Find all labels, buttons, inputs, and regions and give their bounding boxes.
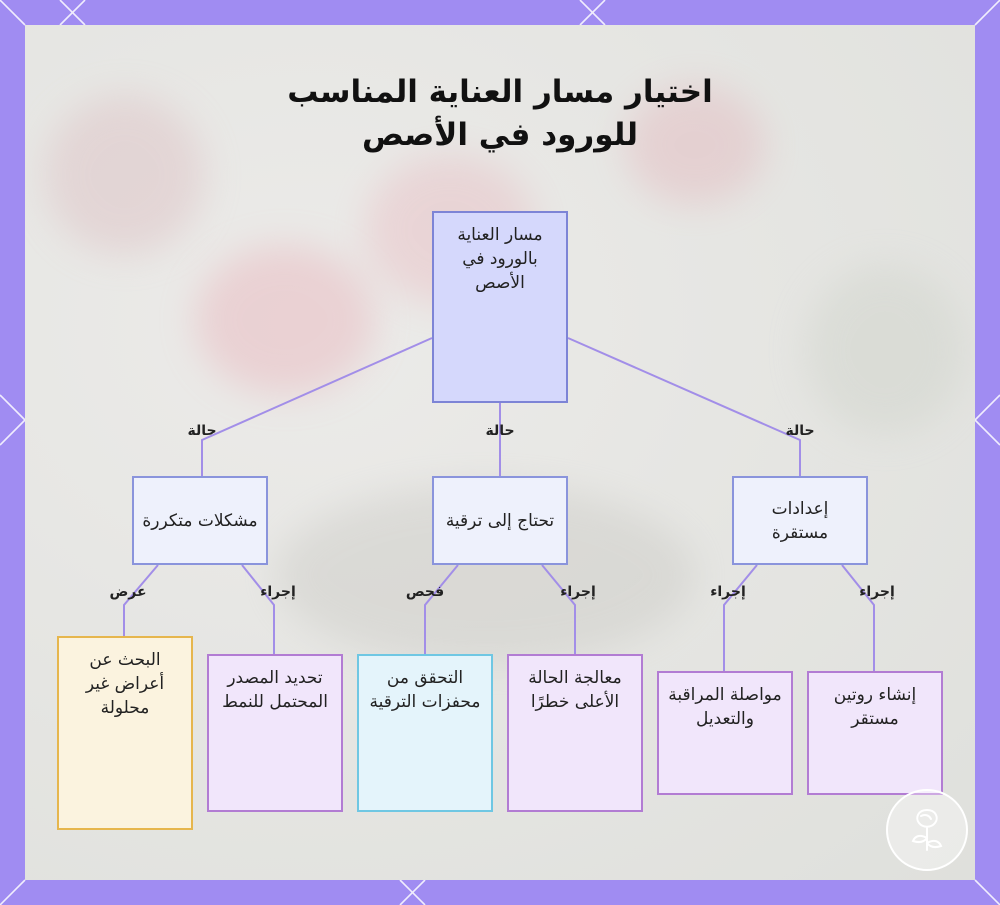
edge-label-state-middle: حالة <box>485 423 514 439</box>
node-create-routine: إنشاء روتين مستقر <box>807 671 943 795</box>
node-needs-upgrade: تحتاج إلى ترقية <box>432 476 568 565</box>
edge-label-state-right: حالة <box>785 423 814 439</box>
node-routine-label: إنشاء روتين مستقر <box>817 683 933 731</box>
edge-upgrade-treat <box>542 565 575 654</box>
node-check-triggers: التحقق من محفزات الترقية <box>357 654 493 812</box>
node-identify-source: تحديد المصدر المحتمل للنمط <box>207 654 343 812</box>
edge-recurring-search <box>124 565 158 636</box>
edge-stable-monitor <box>724 565 757 671</box>
edge-label-action-upgrade: إجراء <box>560 584 596 600</box>
rose-icon <box>885 788 969 872</box>
edge-root-stable <box>568 338 800 476</box>
node-check-label: التحقق من محفزات الترقية <box>367 666 483 714</box>
node-upgrade-label: تحتاج إلى ترقية <box>442 509 558 533</box>
edge-root-recurring <box>202 338 432 476</box>
node-root-label: مسار العناية بالورود في الأصص <box>442 223 558 295</box>
node-root: مسار العناية بالورود في الأصص <box>432 211 568 403</box>
node-treat-critical: معالجة الحالة الأعلى خطرًا <box>507 654 643 812</box>
edge-label-display: عرض <box>109 584 146 600</box>
node-treat-label: معالجة الحالة الأعلى خطرًا <box>517 666 633 714</box>
node-identify-label: تحديد المصدر المحتمل للنمط <box>217 666 333 714</box>
edge-label-action-stable-right: إجراء <box>859 584 895 600</box>
node-recurring-problems: مشكلات متكررة <box>132 476 268 565</box>
node-search-unresolved: البحث عن أعراض غير محلولة <box>57 636 193 830</box>
diagram-title-line1: اختيار مسار العناية المناسب <box>200 71 800 113</box>
node-stable-label: إعدادات مستقرة <box>742 497 858 545</box>
edge-label-action-stable-left: إجراء <box>710 584 746 600</box>
diagram-title-line2: للورود في الأصص <box>200 114 800 156</box>
edge-upgrade-check <box>425 565 458 654</box>
edge-stable-routine <box>842 565 874 671</box>
node-stable-setup: إعدادات مستقرة <box>732 476 868 565</box>
node-recurring-label: مشكلات متكررة <box>142 509 258 533</box>
node-search-label: البحث عن أعراض غير محلولة <box>67 648 183 720</box>
edge-label-state-left: حالة <box>187 423 216 439</box>
edge-label-action-recurring: إجراء <box>260 584 296 600</box>
node-monitor-label: مواصلة المراقبة والتعديل <box>667 683 783 731</box>
edge-recurring-identify <box>242 565 274 654</box>
edge-label-inspect: فحص <box>406 584 444 600</box>
node-monitor-adjust: مواصلة المراقبة والتعديل <box>657 671 793 795</box>
